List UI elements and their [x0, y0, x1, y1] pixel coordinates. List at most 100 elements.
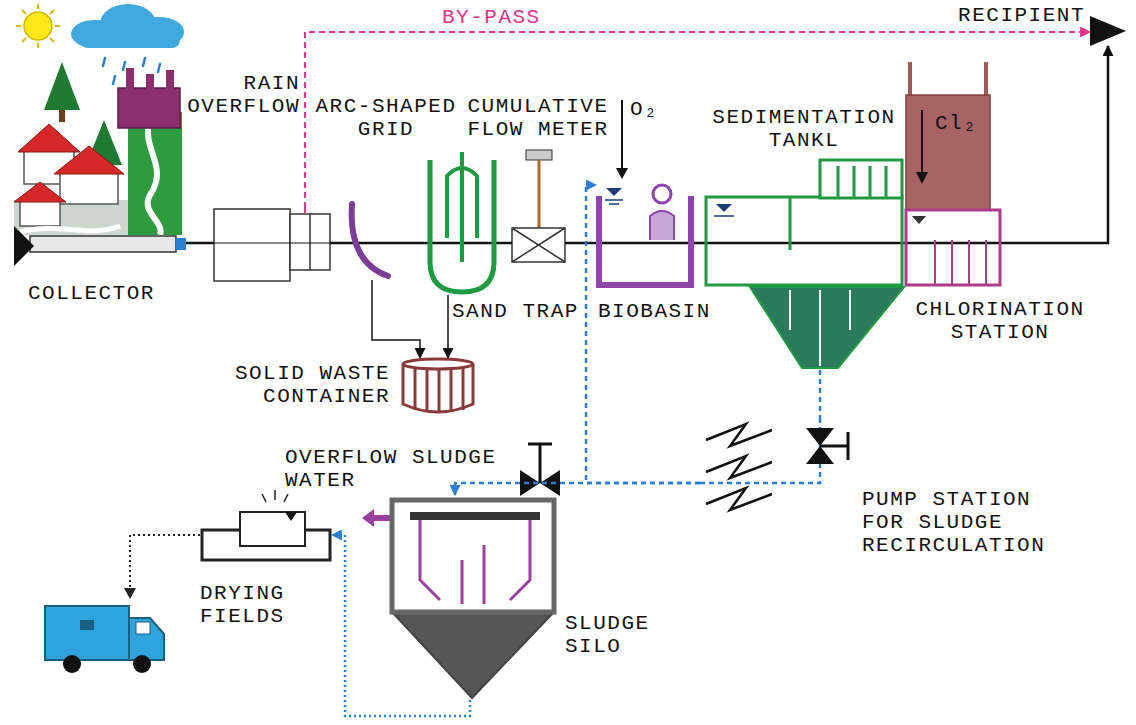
sun-icon: [37, 43, 39, 48]
rain-overflow-box-shape: [213, 242, 330, 243]
arc-grid-shape: [340, 200, 390, 280]
biobasin-shape: [596, 180, 694, 288]
sun-icon: [37, 4, 39, 9]
main-flow-line: [195, 242, 213, 245]
flow-meter-shape: [526, 150, 552, 160]
annotation-label: OVERFLOW SLUDGE WATER: [285, 446, 510, 492]
truck-icon: [63, 655, 81, 673]
rain-drops: [158, 64, 160, 72]
sand-trap-shape: [425, 150, 500, 295]
truck-icon: [136, 622, 150, 634]
sludge-line: [455, 483, 700, 495]
recipient-marker: RECIPIENT: [1090, 16, 1126, 46]
sun-icon: [50, 10, 54, 14]
collector-area: COLLECTOR: [12, 5, 195, 270]
sludge-silo-shape: [483, 545, 486, 604]
waste-container-shape: [403, 359, 473, 413]
collector-pipe: [176, 238, 186, 250]
town-illustration: [166, 70, 174, 90]
town-illustration: [44, 62, 80, 110]
sludge-silo-shape: [420, 520, 440, 600]
chlorination-station-shape: [906, 210, 1000, 285]
arc-grid: ARC-SHAPED GRID: [340, 200, 390, 280]
flow-meter-shape: [565, 242, 567, 245]
drying-fields-shape: [285, 512, 297, 521]
town-illustration: [14, 182, 66, 202]
sludge-valve: [520, 444, 560, 496]
drying-fields-shape: [240, 512, 305, 546]
sedimentation-tank-shape: [789, 197, 792, 250]
drying-sparkles: [262, 494, 266, 502]
drying-fields-shape: [200, 508, 332, 562]
truck-icon: [133, 655, 151, 673]
overflow-outlet-arrow: [362, 509, 374, 527]
pump-station: PUMP STATION FOR SLUDGE RECIRCULATION: [700, 418, 858, 525]
flow-meter-shape: [510, 150, 567, 262]
node-label: BIOBASIN: [598, 300, 718, 323]
sedimentation-tank-shape: [714, 215, 734, 217]
truck-line: [124, 535, 200, 599]
main-flow-line: [330, 242, 340, 245]
sand-trap-shape: [425, 152, 500, 292]
pump-station-shape: [806, 446, 834, 464]
pump-station-shape: [700, 418, 820, 483]
sand-trap: SAND TRAP: [425, 150, 500, 295]
collector-pipe: [14, 226, 195, 266]
pump-station-shape: [706, 456, 772, 478]
annotation-label: O₂: [630, 98, 670, 121]
flow-meter-shape: [512, 228, 565, 262]
drying-fields-shape: [202, 512, 330, 560]
rain-drops: [113, 76, 115, 84]
sand-trap-shape: [460, 152, 464, 262]
waste-container-shape: [414, 368, 417, 410]
node-label: RAIN OVERFLOW: [150, 72, 300, 118]
main-flow-line: [567, 242, 596, 245]
pump-station-shape: [700, 418, 858, 525]
rain-overflow-box-shape: [290, 214, 330, 270]
town-illustration: [20, 226, 120, 232]
node-label: ARC-SHAPED GRID: [311, 95, 461, 141]
pump-station-shape: [847, 432, 850, 460]
recipient-marker-shape: [1090, 16, 1126, 46]
chlorination-station-shape: [951, 240, 953, 285]
pump-station-shape: [700, 418, 848, 510]
sludge-silo-shape: [461, 560, 464, 604]
overflow-outlet-arrow: [362, 509, 392, 527]
sludge-silo-shape: [392, 612, 554, 698]
sun-icon: [22, 38, 26, 42]
town-illustration: [118, 88, 180, 128]
flow-meter-shape: [512, 228, 565, 262]
rain-drops: [103, 58, 105, 66]
chlorination-station-shape: [912, 216, 926, 224]
recipient-marker-shape: [1090, 16, 1126, 46]
biobasin-shape: [606, 188, 622, 196]
town-illustration: [148, 118, 161, 235]
sludge-line: [819, 370, 822, 418]
truck-icon: [129, 618, 164, 660]
main-flow-line: [694, 242, 704, 245]
chlorination-station-shape: [968, 240, 970, 285]
rain-overflow-box-shape: [213, 208, 330, 281]
sedimentation-tank-shape: [750, 287, 904, 368]
sludge-silo-shape: [510, 520, 530, 600]
town-illustration: [59, 110, 65, 122]
waste-container-shape: [450, 368, 453, 412]
sludge-silo: SLUDGE SILO: [388, 495, 558, 700]
node-label: SEDIMENTATION TANKL: [704, 106, 904, 152]
biobasin-shape: [599, 196, 691, 285]
truck-line: [124, 588, 136, 599]
rain-overflow-box: RAIN OVERFLOW: [213, 208, 330, 283]
chlorination-station-shape: [904, 62, 1002, 285]
chlorination-station-shape: [908, 62, 912, 96]
chlorination-station-shape: [934, 240, 936, 285]
oxygen-arrow: [621, 100, 623, 170]
rain-drops: [143, 58, 145, 66]
sun-icon: [55, 25, 60, 27]
rain-overflow-box-shape: [304, 208, 306, 214]
biobasin: BIOBASIN: [596, 180, 694, 288]
sedimentation-tank-shape: [869, 166, 872, 198]
collector-pipe: [14, 226, 34, 266]
waste-container-shape: [438, 368, 441, 413]
cloud-icon: [71, 4, 184, 48]
sedimentation-tank-shape: [704, 242, 904, 245]
